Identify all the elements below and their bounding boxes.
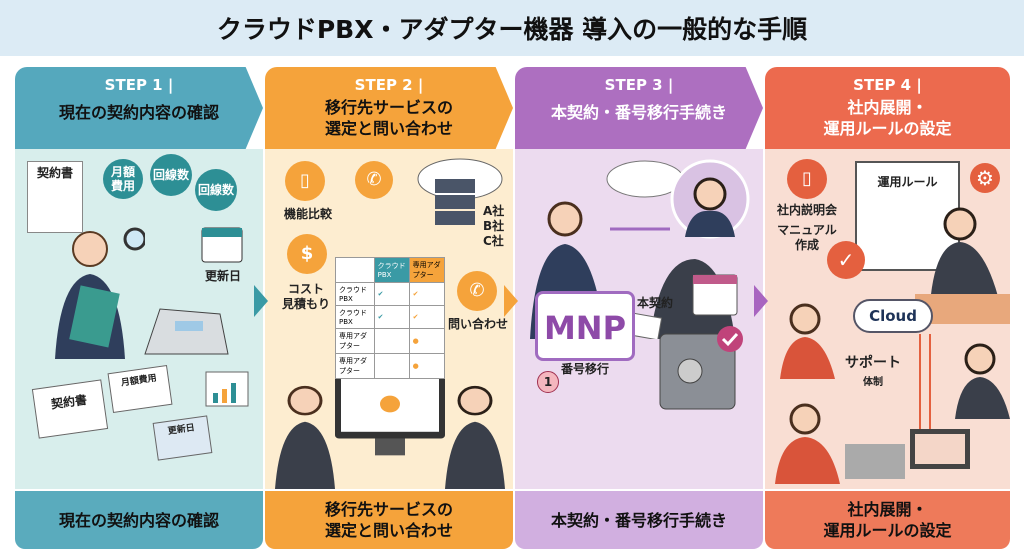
woman-with-clipboard-icon [55,227,145,359]
monthly-fee-badge: 月額 費用 [103,159,143,199]
step-label: STEP 2 | [354,76,424,94]
step-name: 社内展開・ 運用ルールの設定 [823,98,952,138]
table-row: クラウドPBX✔✔ [335,282,446,306]
cloud-badge: Cloud [853,299,933,333]
number-port-label: 番号移行 [560,362,609,376]
step-2-footer: 移行先サービスの 選定と問い合わせ [265,491,513,549]
step-2-column: STEP 2 | 移行先サービスの 選定と問い合わせ ▯ ✆ 機能比較 $ コス… [265,67,513,549]
mnp-label: MNP [543,309,627,347]
renewal-calculator: 更新日 [152,415,213,461]
step-1-column: STEP 1 | 現在の契約内容の確認 契約書 月額 費用 回線数 回線数 更新… [15,67,263,549]
page-title: クラウドPBX・アダプター機器 導入の一般的な手順 [0,0,1024,56]
step-1-header: STEP 1 | 現在の契約内容の確認 [15,67,263,149]
renewal-date-label: 更新日 [204,269,241,283]
monthly-fee-stack: 月額費用 [107,365,173,413]
step-name: 現在の契約内容の確認 [58,103,219,122]
calendar-icon [692,274,738,316]
step-1-footer: 現在の契約内容の確認 [15,491,263,549]
step-4-illustration: ▯ 社内説明会 マニュアル 作成 ✓ 運用ルール ⚙ Cloud サポート 体制 [765,149,1010,489]
contract-document: 契約書 [27,161,83,233]
main-contract-label: 本契約 [636,296,673,310]
table-header: 専用アダプター [408,257,446,283]
briefing-label: 社内説明会 [776,203,837,217]
lines-badge-2: 回線数 [195,169,237,211]
coins-icon: $ [287,234,327,274]
table-row: クラウドPBX✔✔ [335,305,446,329]
step-1-illustration: 契約書 月額 費用 回線数 回線数 更新日 契約書 月額費用 更新日 [15,149,263,489]
inquiry-label: 問い合わせ [447,317,508,331]
smartphone-icon: ▯ [285,161,325,201]
step-4-header: STEP 4 | 社内展開・ 運用ルールの設定 [765,67,1010,149]
step-2-header: STEP 2 | 移行先サービスの 選定と問い合わせ [265,67,513,149]
desk-phone-icon [144,308,229,355]
cost-estimate-label: コスト 見積もり [281,282,330,311]
mnp-box: MNP 番号移行 [535,291,635,376]
gear-icon: ⚙ [970,163,1000,193]
step-one-badge: 1 [537,371,559,393]
rules-whiteboard: 運用ルール [855,161,960,271]
step-arrow-icon [754,285,768,317]
step-3-column: STEP 3 | 本契約・番号移行手続き MNP 番号移行 1 本契約 本契約・… [515,67,763,549]
lines-badge: 回線数 [150,154,192,196]
step-3-footer: 本契約・番号移行手続き [515,491,763,549]
step-label: STEP 3 | [604,76,674,94]
table-row: 専用アダプター● [335,353,446,379]
checkmark-icon: ✓ [827,241,865,279]
table-header: クラウドPBX [373,257,410,283]
step-3-header: STEP 3 | 本契約・番号移行手続き [515,67,763,149]
table-row: 専用アダプター● [335,328,446,354]
smartphone-icon: ▯ [787,159,827,199]
vendors-label: A社 B社 C社 [483,204,505,248]
step-label: STEP 4 | [853,76,922,94]
step-arrow-icon [504,285,518,317]
ops-rules-label: 運用ルール [877,175,938,189]
step-label: STEP 1 | [104,76,174,94]
phone-call-icon: ✆ [457,271,497,311]
bar-chart-icon [205,371,249,407]
support-staff-icon [775,303,1010,484]
feature-compare-label: 機能比較 [283,207,332,221]
cloud-server-icon [417,158,503,225]
safe-vault-icon [659,326,743,410]
step-3-illustration: MNP 番号移行 1 本契約 [515,149,763,489]
step-4-footer: 社内展開・ 運用ルールの設定 [765,491,1010,549]
team-at-computer-icon [275,371,505,489]
table-header [335,257,375,283]
manual-label: マニュアル 作成 [777,223,837,252]
support-label: サポート [845,355,901,371]
phone-call-icon: ✆ [355,161,393,199]
support-sub-label: 体制 [863,377,883,388]
calendar-icon [201,227,243,263]
step-name: 本契約・番号移行手続き [550,103,727,122]
step-arrow-icon [254,285,268,317]
contract-stack: 契約書 [31,379,109,439]
step-4-column: STEP 4 | 社内展開・ 運用ルールの設定 ▯ 社内説明会 マニュアル 作成… [765,67,1010,549]
step-name: 移行先サービスの 選定と問い合わせ [324,98,453,138]
